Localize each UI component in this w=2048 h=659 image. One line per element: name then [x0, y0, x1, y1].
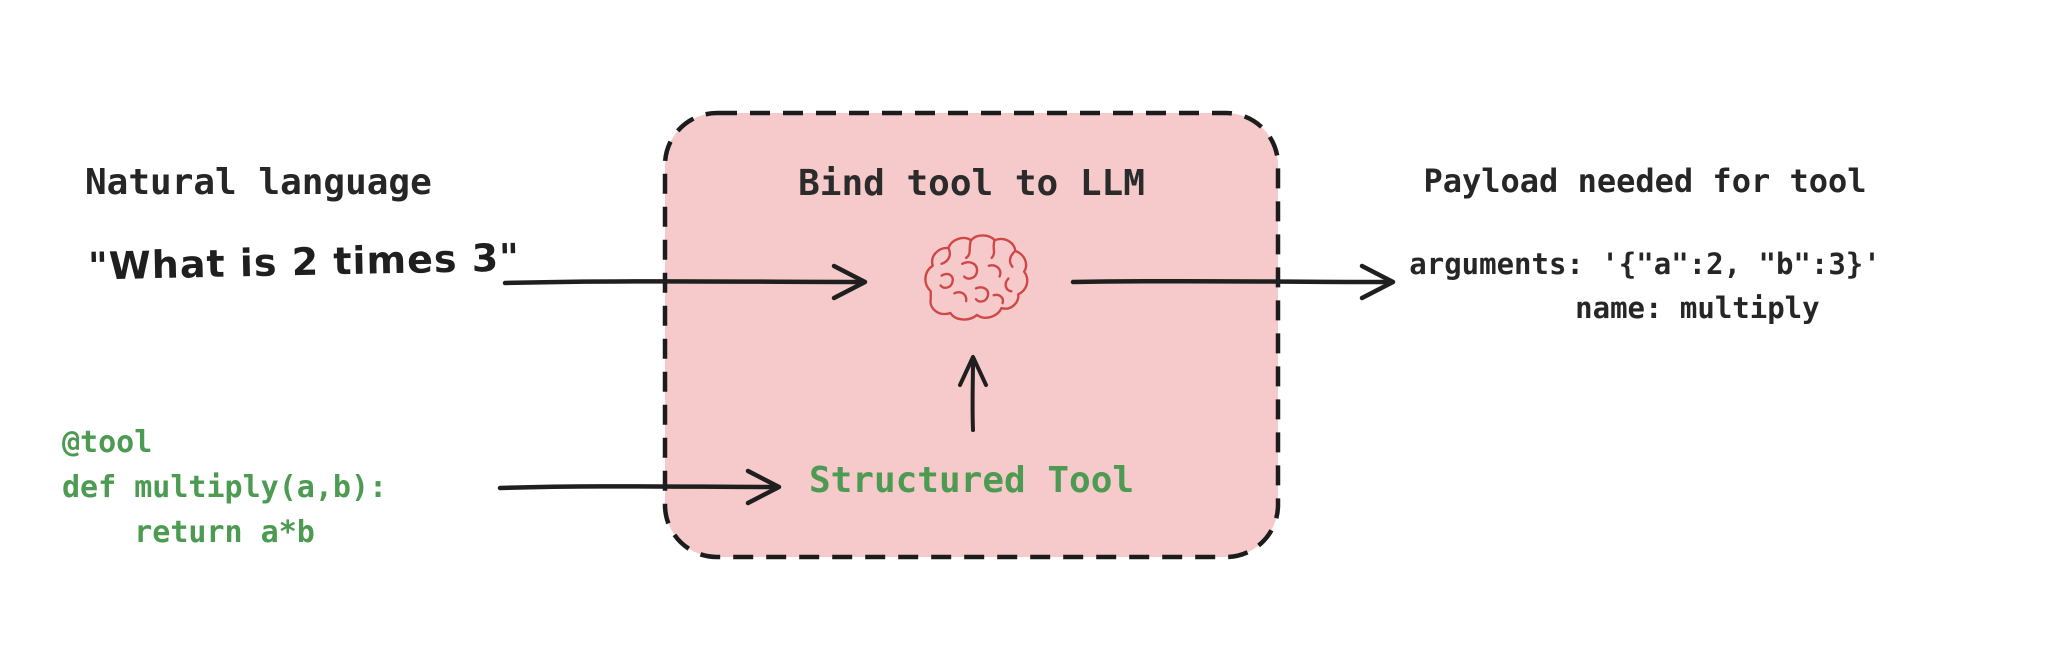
payload-heading: Payload needed for tool: [1423, 162, 1867, 200]
payload-text: arguments: '{"a":2, "b":3}' name: multip…: [1409, 247, 1881, 325]
brain-doodle-icon: [924, 234, 1029, 321]
natural-language-utterance: "What is 2 times 3": [87, 235, 521, 289]
bind-tool-box-title: Bind tool to LLM: [798, 163, 1145, 204]
payload-block: Payload needed for tool arguments: '{"a"…: [1395, 162, 1895, 330]
natural-language-heading: Natural language: [85, 162, 432, 203]
tool-code-snippet: @tool def multiply(a,b): return a*b: [62, 425, 388, 550]
bind-tool-box: Bind tool to LLM Structured Tool: [665, 113, 1278, 557]
structured-tool-label: Structured Tool: [808, 460, 1135, 501]
